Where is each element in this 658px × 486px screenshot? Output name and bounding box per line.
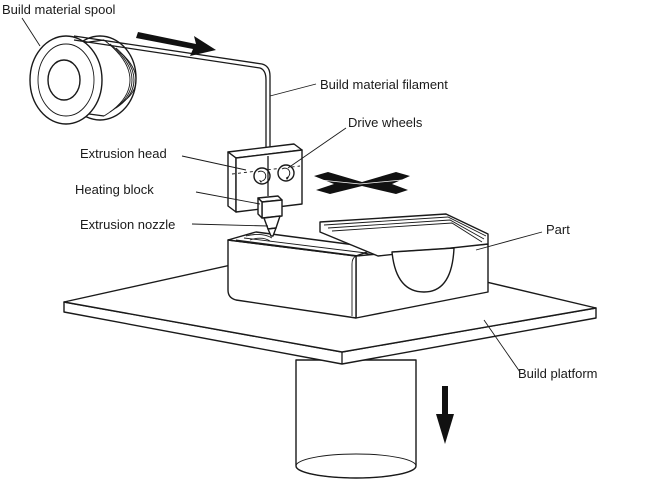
label-filament: Build material filament bbox=[320, 77, 448, 92]
filament-path bbox=[73, 35, 271, 156]
label-nozzle: Extrusion nozzle bbox=[80, 217, 176, 232]
support-column bbox=[295, 359, 417, 479]
label-platform: Build platform bbox=[518, 366, 598, 381]
spool-drawing bbox=[29, 35, 137, 125]
part-body bbox=[227, 213, 489, 319]
label-part: Part bbox=[546, 222, 570, 237]
label-heating-block: Heating block bbox=[75, 182, 154, 197]
label-extrusion-head: Extrusion head bbox=[80, 146, 167, 161]
xy-motion-arrows bbox=[314, 172, 410, 194]
feed-direction-arrow bbox=[136, 32, 216, 56]
heating-block bbox=[257, 195, 283, 219]
extrusion-head bbox=[227, 143, 303, 213]
label-spool: Build material spool bbox=[2, 2, 116, 17]
extrusion-nozzle bbox=[263, 215, 281, 237]
extruded-bead bbox=[245, 233, 273, 242]
platform-down-arrow bbox=[436, 386, 454, 444]
label-drive-wheels: Drive wheels bbox=[348, 115, 423, 130]
leader-lines bbox=[21, 17, 543, 373]
